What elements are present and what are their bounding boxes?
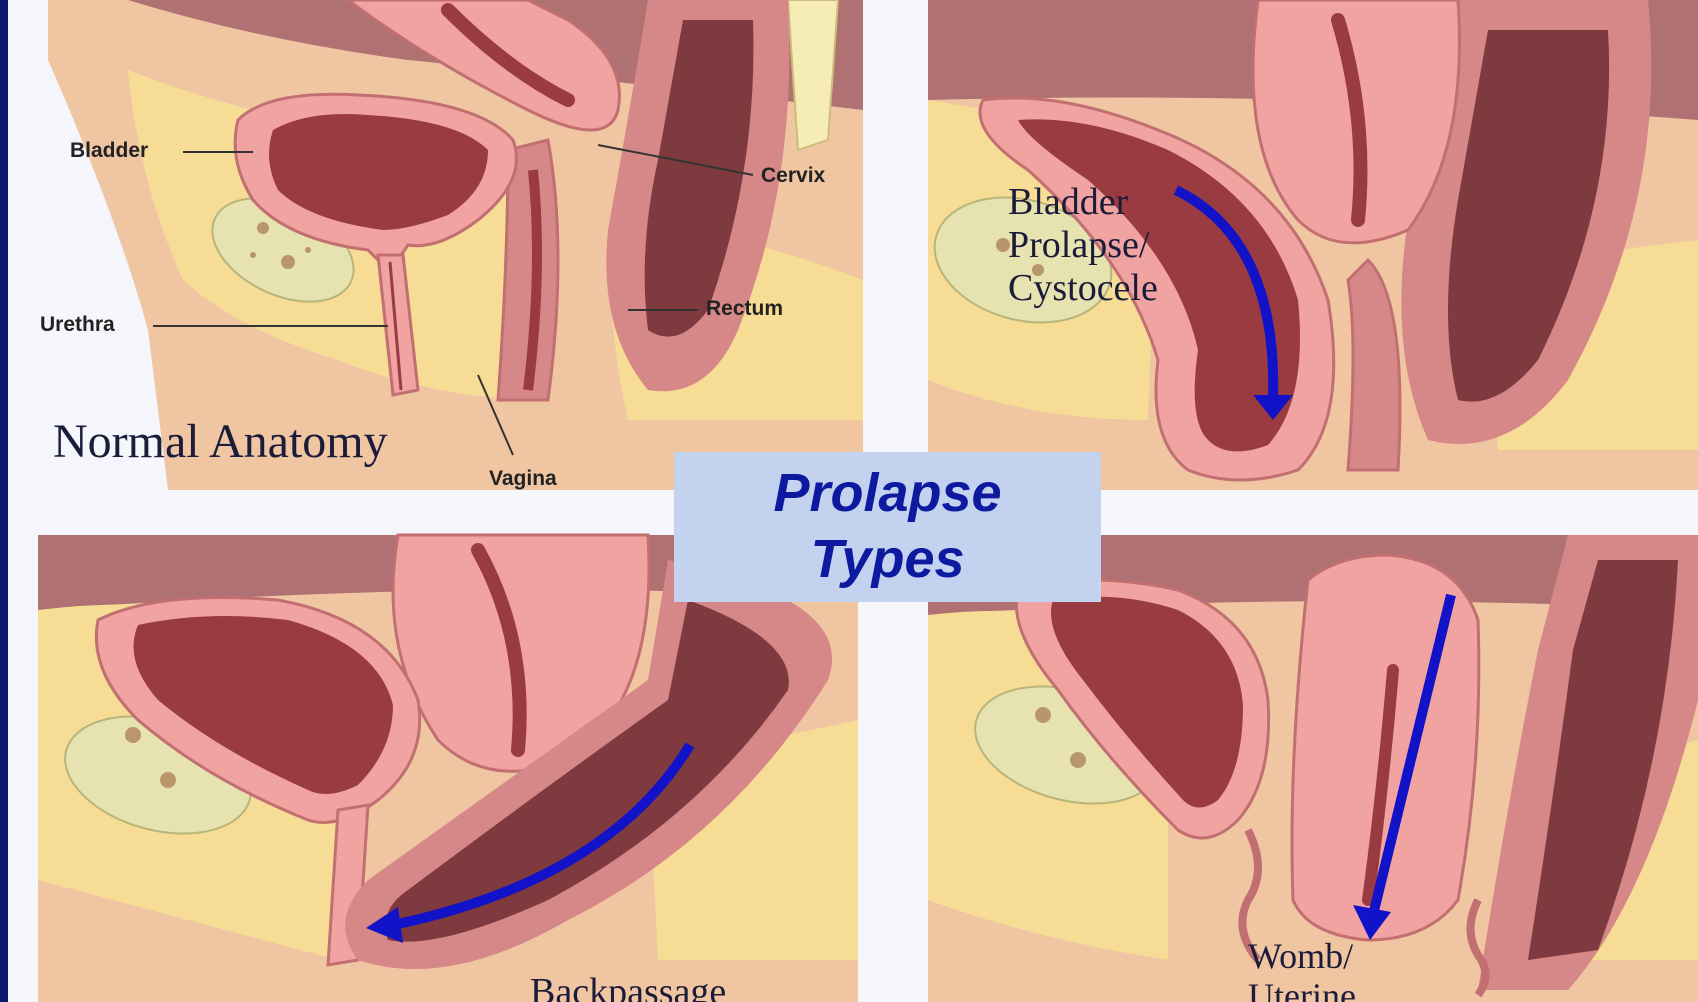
- label-backpassage: Backpassage: [530, 973, 726, 1002]
- uterine-prolapse-illustration: [928, 535, 1698, 1002]
- label-urethra: Urethra: [40, 313, 115, 337]
- caption-normal-anatomy: Normal Anatomy: [53, 418, 388, 466]
- title-line-1: Prolapse: [773, 461, 1001, 527]
- label-bladder-prolapse-line1: Bladder: [1008, 183, 1128, 221]
- label-cervix: Cervix: [761, 164, 825, 188]
- label-bladder: Bladder: [70, 139, 148, 163]
- label-bladder-prolapse-line2: Prolapse/: [1008, 226, 1149, 264]
- title-box: Prolapse Types: [674, 452, 1101, 602]
- label-womb-line2: Uterine: [1248, 978, 1356, 1002]
- label-womb-line1: Womb/: [1248, 938, 1353, 974]
- label-vagina: Vagina: [489, 467, 557, 491]
- diagram-stage: Bladder Cervix Urethra Rectum Vagina Nor…: [8, 0, 1698, 1002]
- label-rectum: Rectum: [706, 297, 783, 321]
- label-bladder-prolapse-line3: Cystocele: [1008, 269, 1158, 307]
- title-line-2: Types: [810, 527, 964, 593]
